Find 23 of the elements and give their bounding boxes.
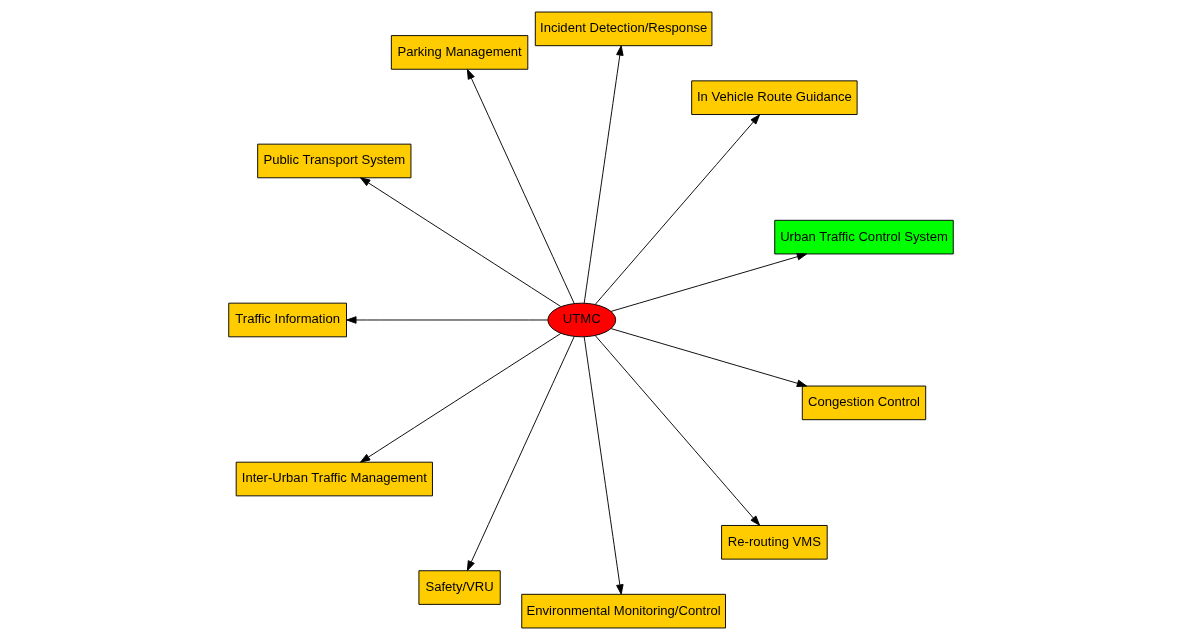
arrow xyxy=(466,69,575,304)
node-box: Incident Detection/Response xyxy=(534,11,712,47)
node-box: Traffic Information xyxy=(227,302,347,338)
arrow xyxy=(583,336,624,595)
node-ellipse: UTMC xyxy=(546,302,616,338)
node-box: Public Transport System xyxy=(256,143,411,179)
arrow xyxy=(610,328,807,387)
arrow xyxy=(345,316,548,324)
node-box: Congestion Control xyxy=(801,385,926,421)
arrow xyxy=(610,253,807,312)
node-box: Environmental Monitoring/Control xyxy=(520,593,726,629)
arrow xyxy=(594,335,760,526)
node-box: Urban Traffic Control System xyxy=(773,219,954,255)
node-box: In Vehicle Route Guidance xyxy=(690,80,858,115)
node-box: Parking Management xyxy=(390,35,528,70)
node-box: Inter-Urban Traffic Management xyxy=(235,461,433,497)
node-box: Safety/VRU xyxy=(417,570,501,605)
arrow xyxy=(466,336,575,571)
arrow xyxy=(594,114,760,305)
node-box: Re-routing VMS xyxy=(720,525,828,560)
arrow xyxy=(359,333,561,463)
arrow xyxy=(359,177,561,307)
arrow xyxy=(583,45,624,304)
